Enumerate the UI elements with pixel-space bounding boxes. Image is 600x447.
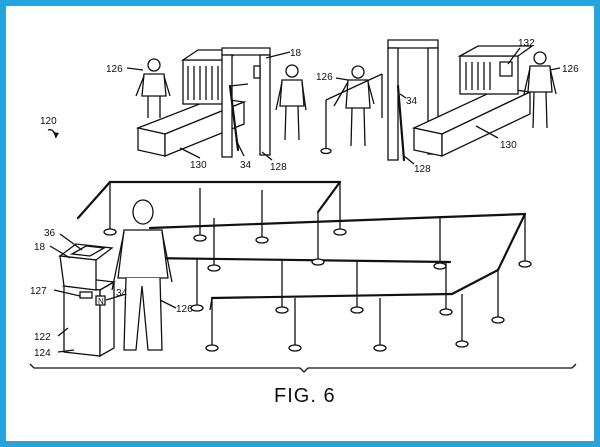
ref-kiosk-screen: 36 <box>44 228 56 239</box>
ref-kiosk-body: 122 <box>34 332 51 343</box>
walkthrough-scanner-right <box>387 39 439 161</box>
ref-kiosk-reader: 34 <box>116 288 128 299</box>
queue-stanchions <box>76 180 532 352</box>
stanchions-top-mid <box>320 73 383 155</box>
person-top-right <box>523 51 557 129</box>
xray-conveyor-right <box>411 45 535 158</box>
person-top-left <box>135 58 171 118</box>
svg-text:N: N <box>98 297 104 306</box>
ref-conveyor-left: 130 <box>190 160 207 171</box>
ref-reader-mid: 34 <box>406 96 418 107</box>
ref-scanner-top-left: 18 <box>290 48 302 59</box>
ref-kiosk-slot: 127 <box>30 286 47 297</box>
person-queue <box>111 199 173 351</box>
ref-reader-left: 34 <box>240 160 252 171</box>
ref-scanner-top-right: 132 <box>518 38 535 49</box>
ref-gate-right: 128 <box>414 164 431 175</box>
ref-system: 120 <box>40 116 57 127</box>
ref-person-top-mid: 126 <box>316 72 333 83</box>
walkthrough-scanner-left <box>221 47 271 158</box>
ref-gate-left: 128 <box>270 162 287 173</box>
xray-conveyor-left <box>135 49 247 157</box>
figure-caption: FIG. 6 <box>274 385 336 407</box>
ref-kiosk-base: 124 <box>34 348 51 359</box>
ref-conveyor-right: 130 <box>500 140 517 151</box>
ref-person-top-left: 126 <box>106 64 123 75</box>
person-top-mid <box>333 65 375 147</box>
turnstile-gate-left <box>228 83 249 152</box>
ref-person-top-right: 126 <box>562 64 579 75</box>
ref-kiosk-scanner: 18 <box>34 242 46 253</box>
person-top-center <box>275 64 307 141</box>
ref-person-queue: 126 <box>176 304 193 315</box>
floor-brace <box>29 363 577 373</box>
self-service-kiosk: N <box>58 243 117 358</box>
leader-lines <box>47 47 561 353</box>
turnstile-gate-right <box>396 84 406 162</box>
